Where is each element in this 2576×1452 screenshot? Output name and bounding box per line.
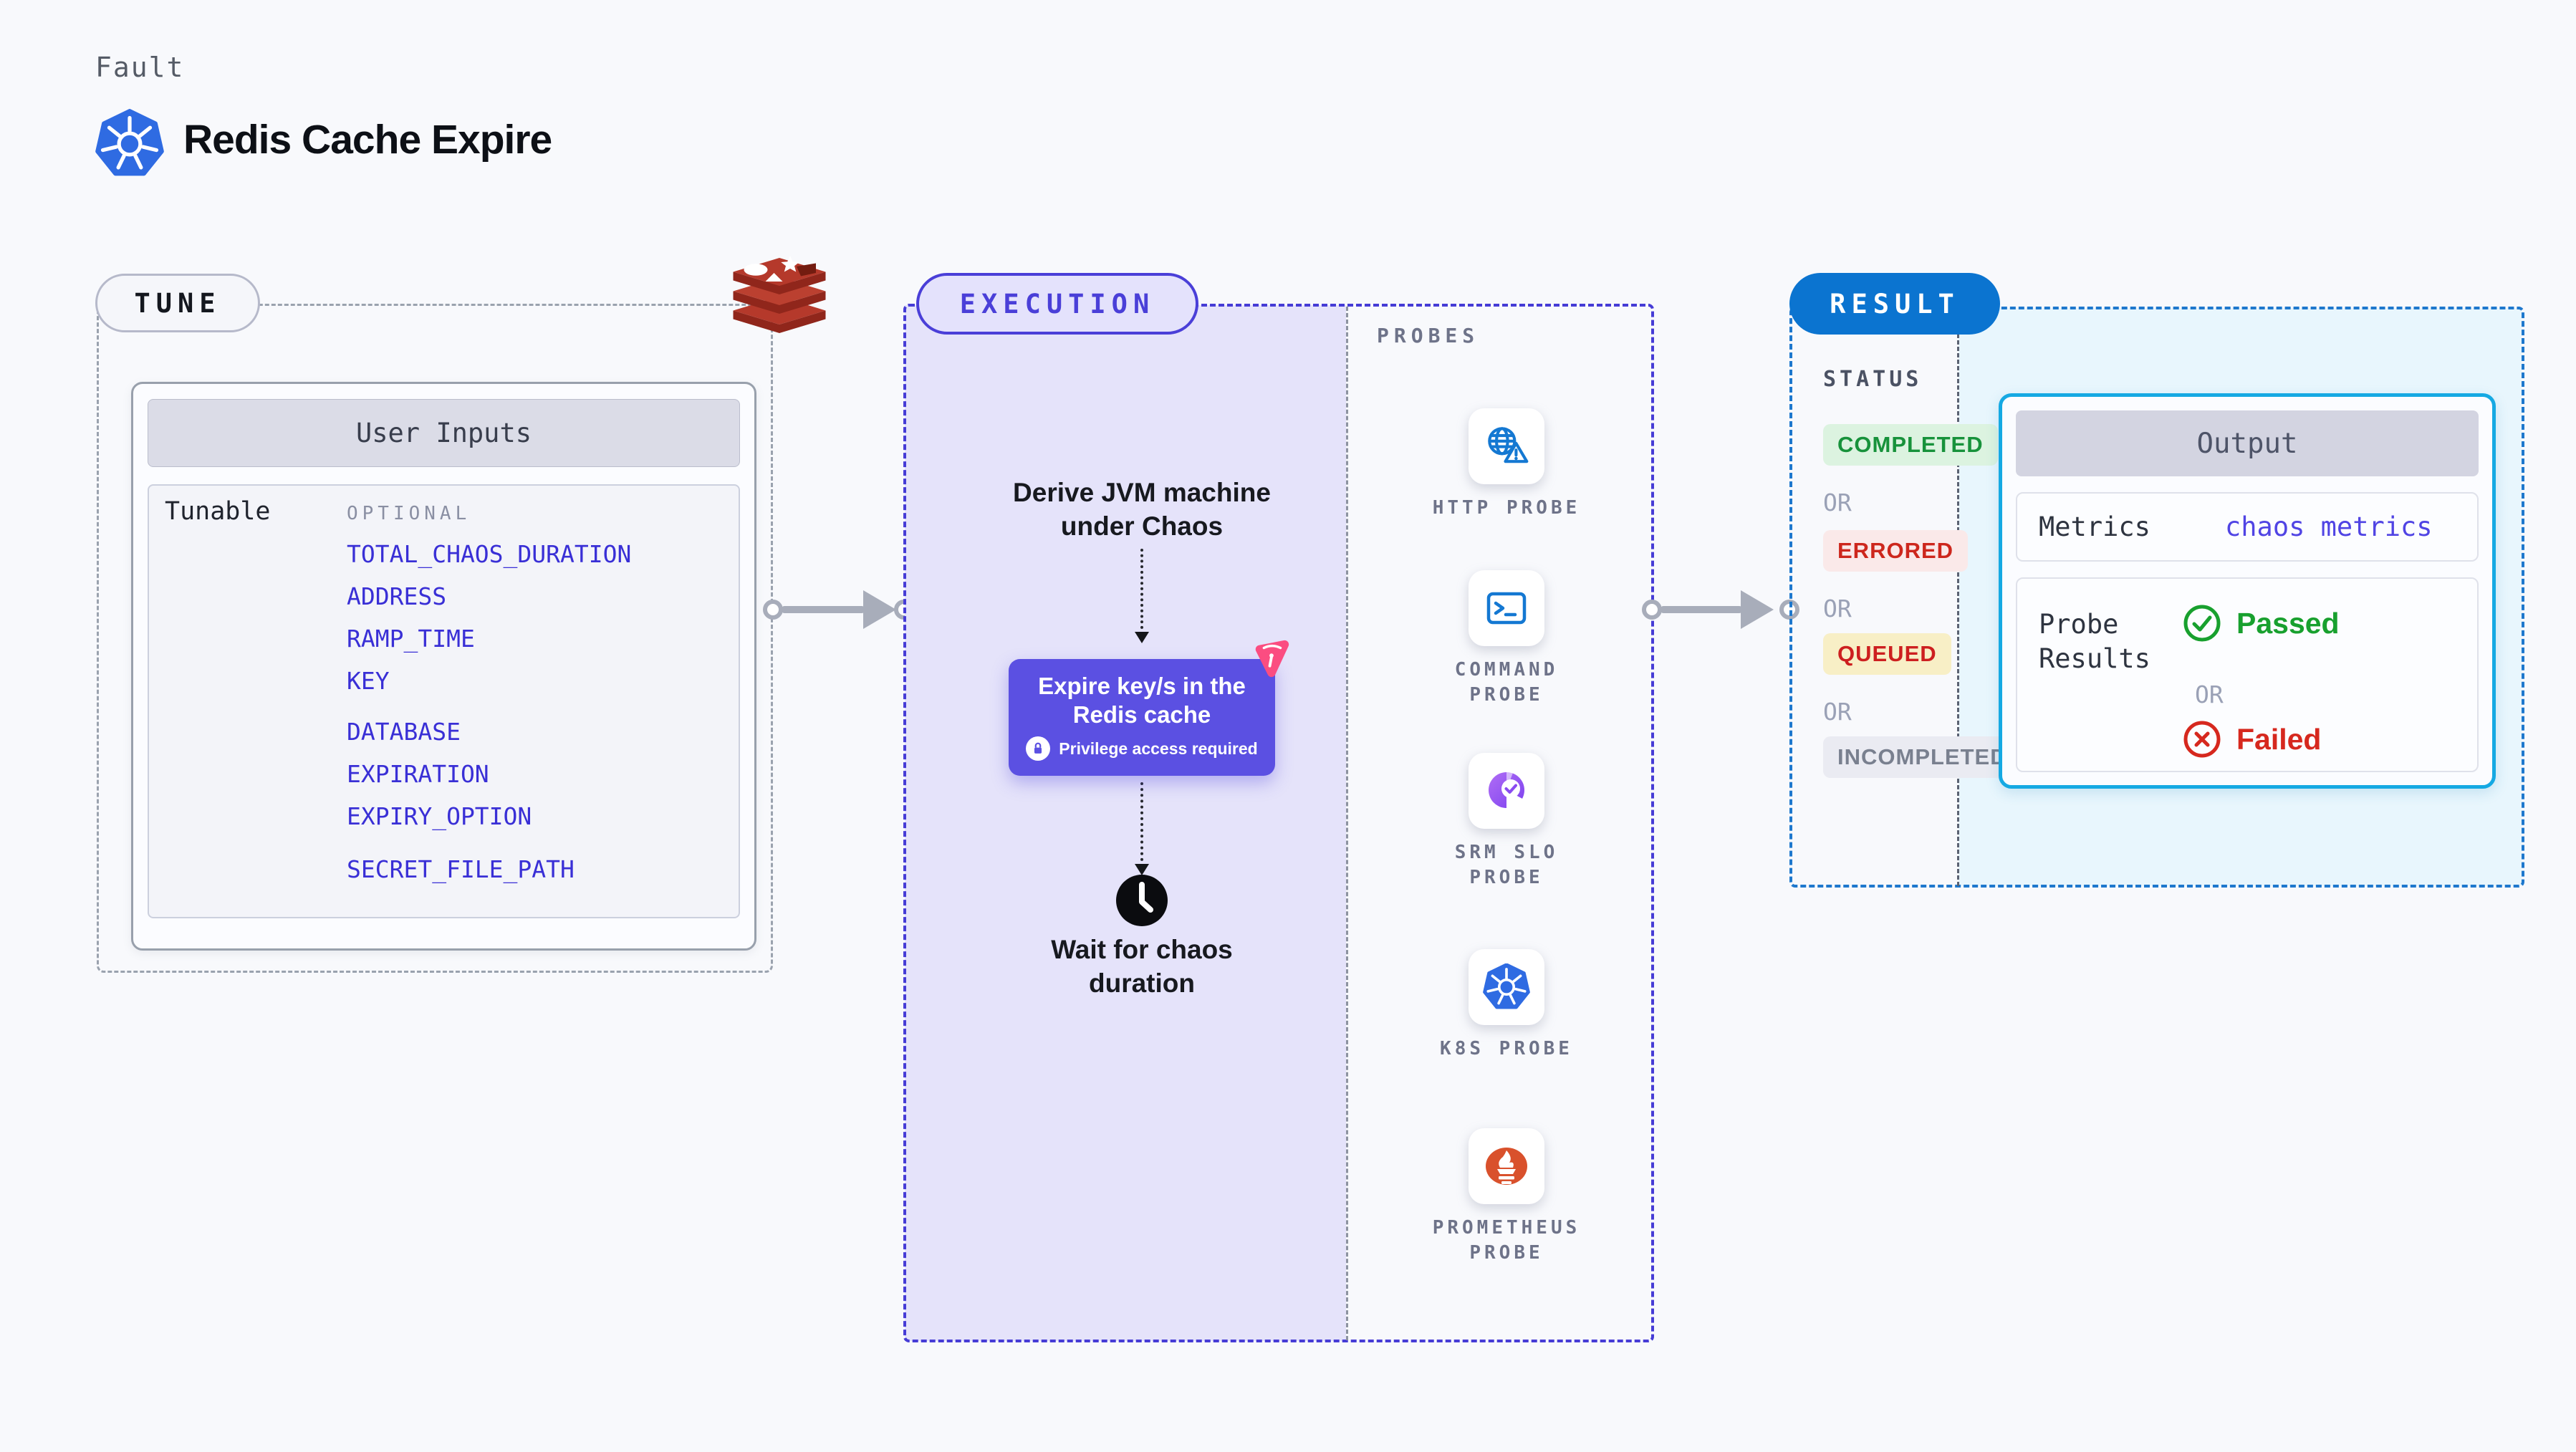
privilege-label: Privilege access required <box>1059 739 1258 758</box>
flow-arrow <box>1661 606 1742 613</box>
privilege-row: Privilege access required <box>1009 736 1275 761</box>
chaos-action-title: Expire key/s in the Redis cache <box>1009 672 1275 729</box>
status-badge-incompleted: INCOMPLETED <box>1823 736 2022 778</box>
flow-dotted-line <box>1140 549 1143 629</box>
metrics-row: Metrics chaos metrics <box>2016 492 2479 562</box>
result-badge: RESULT <box>1789 273 2000 335</box>
user-inputs-title: User Inputs <box>355 418 532 448</box>
param-secret-file-path: SECRET_FILE_PATH <box>347 855 575 883</box>
param-group-3: SECRET_FILE_PATH <box>347 848 734 890</box>
connector-dot <box>763 600 783 620</box>
flow-arrow-head <box>863 590 896 629</box>
probes-divider <box>1346 307 1348 1340</box>
or-label: OR <box>1823 595 1852 622</box>
status-heading: STATUS <box>1823 367 1923 392</box>
srm-slo-probe-label: SRM SLO PROBE <box>1454 842 1559 888</box>
optional-group-label: OPTIONAL <box>347 503 471 524</box>
tunable-panel <box>148 484 740 918</box>
flow-dotted-arrowhead <box>1135 632 1149 643</box>
k8s-probe-tile <box>1469 949 1544 1025</box>
fault-kicker: Fault <box>95 52 185 83</box>
execution-badge: EXECUTION <box>916 273 1198 335</box>
prometheus-probe-label: PROMETHEUS PROBE <box>1432 1217 1581 1264</box>
tunable-row-label: Tunable <box>165 497 271 526</box>
execution-section <box>903 304 1654 1342</box>
lock-icon <box>1026 736 1051 761</box>
http-probe-label: HTTP PROBE <box>1432 497 1581 519</box>
flow-arrow <box>782 606 865 613</box>
probe-results-label: Probe Results <box>2039 607 2150 676</box>
kubernetes-icon <box>95 109 164 179</box>
passed-label: Passed <box>2236 606 2340 640</box>
failed-label: Failed <box>2236 722 2322 756</box>
passed-result: Passed <box>2182 603 2340 643</box>
tune-badge-label: TUNE <box>134 287 221 319</box>
globe-alert-icon <box>1488 427 1529 463</box>
connector-dot <box>1642 600 1662 620</box>
x-circle-icon <box>2183 721 2221 758</box>
check-circle-icon <box>2183 605 2221 642</box>
kubernetes-icon <box>1483 963 1530 1009</box>
terminal-icon <box>1486 592 1527 625</box>
chaos-action-card: Expire key/s in the Redis cache Privileg… <box>1009 659 1275 776</box>
param-database: DATABASE <box>347 718 461 746</box>
http-probe-tile <box>1469 408 1544 484</box>
probe-results-line1: Probe <box>2039 609 2119 640</box>
tune-badge: TUNE <box>95 274 260 332</box>
page-title: Redis Cache Expire <box>183 117 552 163</box>
or-label: OR <box>2195 681 2224 708</box>
prometheus-probe-tile <box>1469 1128 1544 1204</box>
slo-pie-check-icon <box>1489 769 1524 811</box>
litmus-chaos-icon <box>1249 638 1292 680</box>
flow-arrow-head <box>1741 590 1774 629</box>
status-badge-completed: COMPLETED <box>1823 424 1998 466</box>
command-probe-tile <box>1469 570 1544 646</box>
param-group-1: TOTAL_CHAOS_DURATION ADDRESS RAMP_TIME K… <box>347 533 734 702</box>
flow-dotted-line <box>1140 782 1143 861</box>
wait-line2: duration <box>1089 968 1195 998</box>
param-group-2: DATABASE EXPIRATION EXPIRY_OPTION <box>347 711 734 837</box>
status-divider <box>1957 308 1959 886</box>
param-address: ADDRESS <box>347 582 447 610</box>
param-ramp-time: RAMP_TIME <box>347 625 475 653</box>
metrics-value: chaos metrics <box>2225 511 2433 542</box>
probes-panel-label: PROBES <box>1377 324 1480 347</box>
action-line1: Expire key/s in the <box>1038 673 1246 699</box>
action-line2: Redis cache <box>1072 701 1211 728</box>
user-inputs-header: User Inputs <box>148 399 740 467</box>
derive-line2: under Chaos <box>1060 511 1224 541</box>
wait-step-label: Wait for chaos duration <box>999 933 1285 1000</box>
status-badge-queued: QUEUED <box>1823 633 1951 675</box>
probe-results-row: Probe Results Passed OR Failed <box>2016 577 2479 772</box>
clock-icon <box>1115 874 1168 927</box>
tune-section <box>97 304 773 973</box>
probe-results-line2: Results <box>2039 643 2150 674</box>
param-expiration: EXPIRATION <box>347 760 489 788</box>
result-section <box>1789 307 2524 888</box>
command-probe-label: COMMAND PROBE <box>1454 659 1559 706</box>
execution-badge-label: EXECUTION <box>959 288 1155 319</box>
prometheus-icon <box>1486 1148 1527 1185</box>
k8s-probe-label: K8S PROBE <box>1440 1038 1573 1059</box>
wait-line1: Wait for chaos <box>1051 935 1233 964</box>
param-total-chaos-duration: TOTAL_CHAOS_DURATION <box>347 540 632 568</box>
failed-result: Failed <box>2182 719 2321 759</box>
output-header: Output <box>2016 410 2479 476</box>
derive-step-label: Derive JVM machine under Chaos <box>956 476 1328 543</box>
srm-slo-probe-tile <box>1469 753 1544 829</box>
flow-dotted-arrowhead <box>1135 864 1149 875</box>
status-badge-errored: ERRORED <box>1823 530 1969 572</box>
result-badge-label: RESULT <box>1830 288 1960 319</box>
execution-area <box>905 305 1346 1341</box>
output-title: Output <box>2196 427 2298 460</box>
or-label: OR <box>1823 698 1852 726</box>
or-label: OR <box>1823 489 1852 516</box>
metrics-label: Metrics <box>2039 511 2150 542</box>
redis-icon <box>725 254 834 344</box>
derive-line1: Derive JVM machine <box>1013 478 1271 507</box>
param-key: KEY <box>347 667 390 695</box>
param-expiry-option: EXPIRY_OPTION <box>347 802 532 830</box>
